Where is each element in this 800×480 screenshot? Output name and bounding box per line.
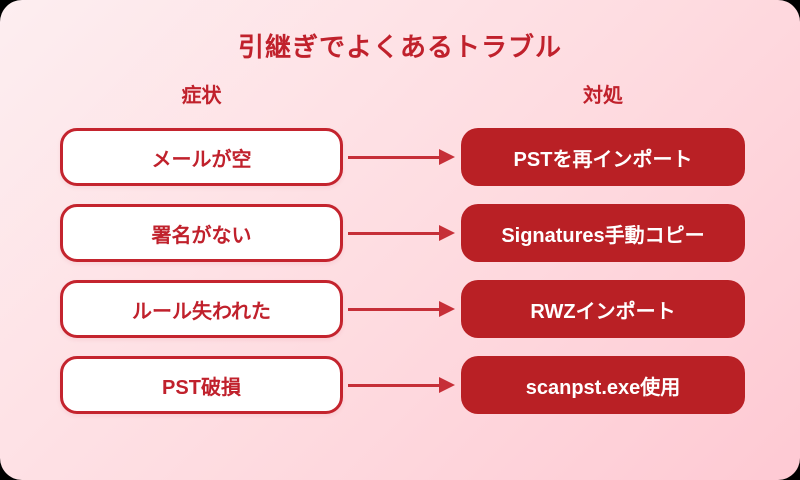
action-box: scanpst.exe使用 [461,356,745,414]
action-box: RWZインポート [461,280,745,338]
arrow-right-icon [348,149,455,165]
symptom-label: メールが空 [151,148,252,171]
symptom-box: ルール失われた [60,280,343,338]
trouble-row-3: ルール失われた RWZインポート [0,280,800,338]
symptom-label: ルール失われた [132,300,271,323]
column-header-symptom: 症状 [181,85,222,107]
arrow-right-icon [348,225,455,241]
symptom-label: 署名がない [151,224,252,247]
column-header-action: 対処 [583,85,623,107]
symptom-box: PST破損 [60,356,343,414]
action-box: PSTを再インポート [461,128,745,186]
trouble-row-1: メールが空 PSTを再インポート [0,128,800,186]
action-label: PSTを再インポート [513,148,693,171]
action-label: RWZインポート [530,300,676,323]
arrow-right-icon [348,377,455,393]
symptom-label: PST破損 [162,376,241,399]
symptom-box: メールが空 [60,128,343,186]
symptom-box: 署名がない [60,204,343,262]
action-box: Signatures手動コピー [461,204,745,262]
action-label: scanpst.exe使用 [525,376,681,399]
trouble-row-2: 署名がない Signatures手動コピー [0,204,800,262]
action-label: Signatures手動コピー [501,224,705,247]
arrow-right-icon [348,301,455,317]
trouble-row-4: PST破損 scanpst.exe使用 [0,356,800,414]
page-title: 引継ぎでよくあるトラブル [237,32,562,62]
